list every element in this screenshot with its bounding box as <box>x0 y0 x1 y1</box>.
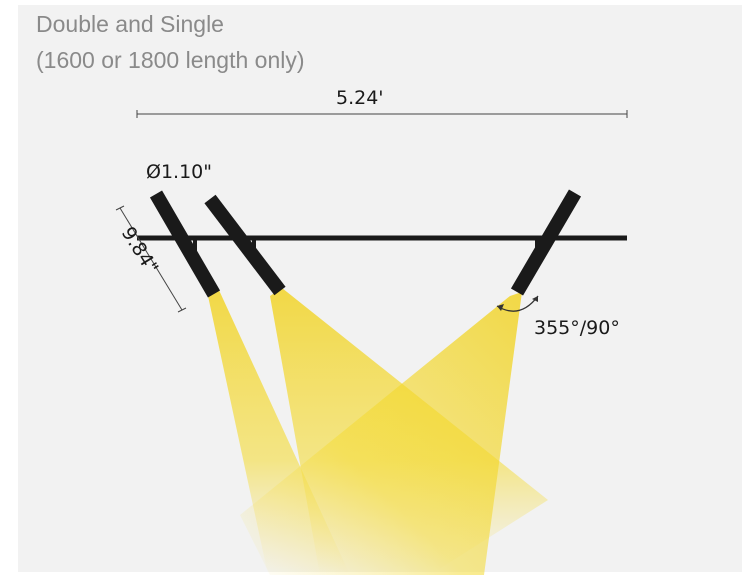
diameter-label: Ø1.10" <box>146 161 212 183</box>
diagram-title-line-2: (1600 or 1800 length only) <box>36 47 305 73</box>
light-beam-3 <box>240 292 522 575</box>
length-dimension-label: 5.24' <box>336 87 384 109</box>
left-spotlight-2-body <box>204 194 286 296</box>
spotlight-bodies <box>149 189 582 298</box>
length-dimension: 5.24' <box>136 84 628 118</box>
light-beams <box>208 288 548 575</box>
rotation-label: 355°/90° <box>534 317 620 339</box>
height-dimension-label: 9.84" <box>117 223 163 278</box>
diagram-title-line-1: Double and Single <box>36 11 224 37</box>
right-spotlight-body <box>510 189 582 296</box>
left-spotlight-1-body <box>149 190 221 298</box>
rotation-indicator: 355°/90° <box>496 295 620 339</box>
